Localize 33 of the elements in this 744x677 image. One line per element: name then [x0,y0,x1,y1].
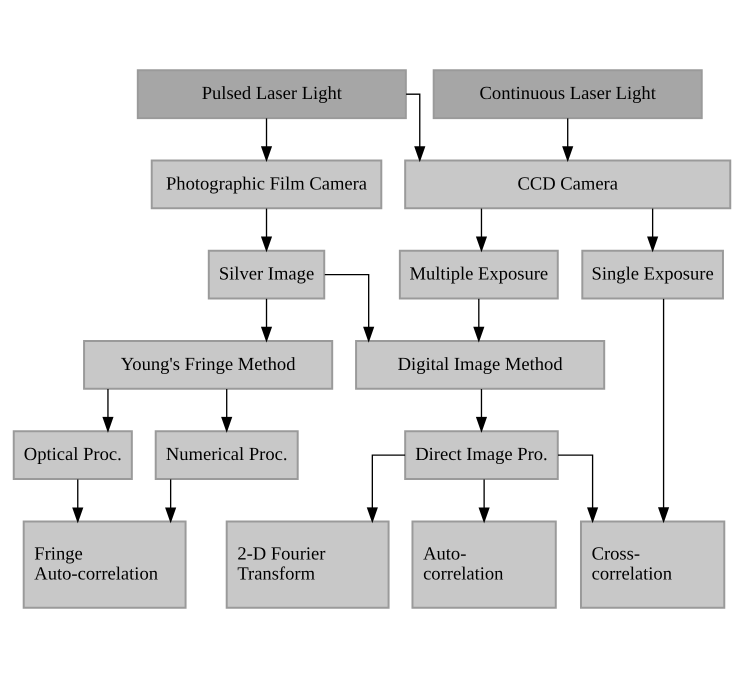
node-box: Fringe Auto-correlation [22,520,187,608]
node-box: Young's Fringe Method [83,340,334,390]
arrow [473,298,484,342]
node-box: Numerical Proc. [154,430,299,480]
arrow [324,273,374,342]
node-box: CCD Camera [404,159,732,209]
arrow [478,478,490,523]
arrow [260,298,272,342]
arrow [221,388,232,432]
arrow [72,478,84,523]
node-box: 2-D Fourier Transform [226,520,390,608]
arrow [260,208,272,252]
arrow [476,388,488,432]
node-box: Auto-correlation [411,520,557,608]
arrow [558,454,598,523]
node-box: Cross-correlation [580,520,726,608]
arrow [647,208,658,252]
arrow [476,208,488,252]
node-box: Digital Image Method [355,340,606,390]
node-box: Single Exposure [581,249,724,300]
node-box: Pulsed Laser Light [136,68,407,119]
node-box: Multiple Exposure [398,249,559,300]
node-box: Optical Proc. [12,430,133,480]
node-box: Direct Image Pro. [404,430,559,480]
arrow [366,454,406,523]
node-box: Continuous Laser Light [432,68,703,119]
arrow [260,118,272,162]
arrow [562,118,574,162]
arrow [102,388,114,432]
arrow [165,478,176,523]
node-box: Silver Image [208,249,326,300]
arrow [658,298,670,523]
node-box: Photographic Film Camera [150,159,382,209]
